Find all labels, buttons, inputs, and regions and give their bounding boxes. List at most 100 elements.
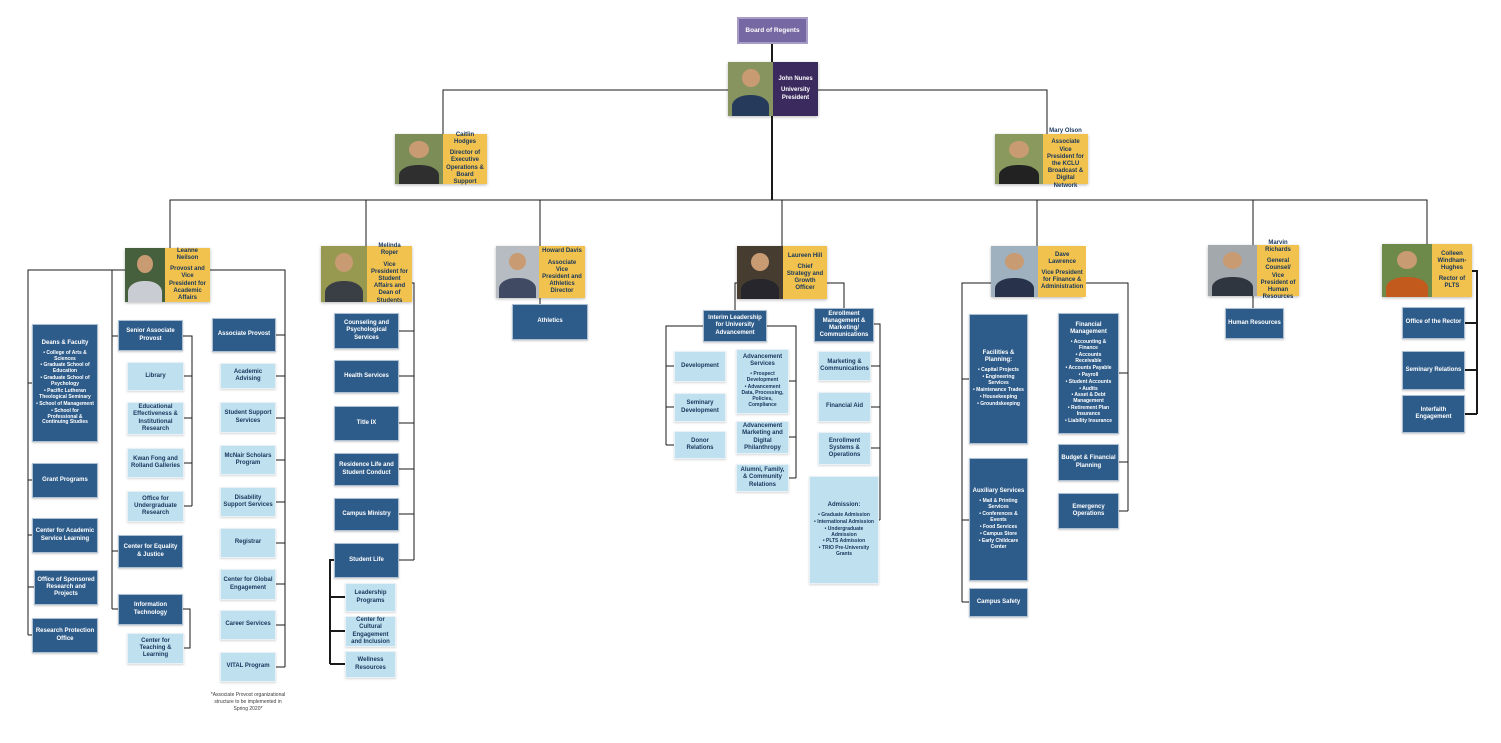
dept-campus-ministry: Campus Ministry bbox=[334, 498, 399, 531]
dept-budget-financial-planning: Budget & Financial Planning bbox=[1058, 444, 1119, 481]
dept-research-protection: Research Protection Office bbox=[32, 618, 98, 653]
dept-advancement-services: Advancement Services Prospect Developmen… bbox=[736, 349, 789, 414]
person-title: Vice President for Finance & Administrat… bbox=[1041, 269, 1084, 291]
vp-card-laureen-hill: Laureen Hill Chief Strategy and Growth O… bbox=[737, 246, 827, 299]
dept-information-technology: Information Technology bbox=[118, 594, 183, 625]
dept-residence-life: Residence Life and Student Conduct bbox=[334, 453, 399, 486]
dept-financial-aid: Financial Aid bbox=[818, 392, 871, 422]
vp-label: Melinda Roper Vice President for Student… bbox=[367, 243, 412, 304]
person-title: Associate Vice President and Athletics D… bbox=[542, 259, 582, 295]
photo-marvin-richards bbox=[1208, 245, 1257, 296]
dept-human-resources: Human Resources bbox=[1225, 308, 1284, 339]
dept-items: Mail & Printing ServicesConferences & Ev… bbox=[972, 498, 1025, 550]
dept-deans-faculty: Deans & Faculty College of Arts & Scienc… bbox=[32, 324, 98, 442]
vp-label: Dave Lawrence Vice President for Finance… bbox=[1038, 246, 1087, 297]
dept-registrar: Registrar bbox=[220, 528, 276, 558]
dept-seminary-relations: Seminary Relations bbox=[1402, 351, 1465, 390]
connector-enrollment-children bbox=[869, 323, 881, 521]
vp-card-marvin-richards: Marvin Richards General Counsel/ Vice Pr… bbox=[1208, 240, 1299, 300]
dept-office-of-the-rector: Office of the Rector bbox=[1402, 307, 1465, 339]
connector-academic-mid bbox=[111, 269, 125, 610]
person-name: John Nunes bbox=[778, 76, 813, 83]
dept-academic-advising: Academic Advising bbox=[220, 363, 276, 389]
dept-counseling-psych: Counseling and Psychological Services bbox=[334, 313, 399, 349]
dept-donor-relations: Donor Relations bbox=[674, 431, 726, 459]
connector-advancement-right bbox=[767, 325, 797, 479]
dept-educational-effectiveness: Educational Effectiveness & Institutiona… bbox=[127, 402, 184, 435]
person-name: Melinda Roper bbox=[378, 243, 401, 257]
dept-student-support: Student Support Services bbox=[220, 402, 276, 433]
dept-leadership-programs: Leadership Programs bbox=[345, 583, 396, 612]
person-name: Marvin Richards bbox=[1265, 239, 1291, 253]
connector-advancement-left bbox=[665, 325, 703, 446]
person-title: Vice President for Student Affairs and D… bbox=[370, 261, 408, 304]
person-name: Laureen Hill bbox=[787, 252, 823, 259]
connector-enrollment-top bbox=[827, 282, 845, 308]
dept-title: Deans & Faculty bbox=[41, 339, 89, 346]
dept-financial-management: Financial Management Accounting & Financ… bbox=[1058, 313, 1119, 434]
photo-leanne-neilson bbox=[125, 248, 165, 302]
president-label: John Nunes University President bbox=[773, 62, 818, 116]
dept-senior-associate-provost: Senior Associate Provost bbox=[118, 320, 183, 351]
dept-marketing-communications: Marketing & Communications bbox=[818, 351, 871, 381]
connector-student-affairs bbox=[397, 282, 415, 561]
connector-student-life-children bbox=[329, 559, 345, 665]
dept-grant-programs: Grant Programs bbox=[32, 463, 98, 498]
connector-associate-provost bbox=[210, 269, 286, 668]
dept-items: Capital ProjectsEngineering ServicesMain… bbox=[972, 367, 1025, 407]
dept-enrollment-systems: Enrollment Systems & Operations bbox=[818, 432, 871, 465]
dept-enrollment-management: Enrollment Management & Marketing/ Commu… bbox=[814, 308, 874, 342]
dept-vital-program: VITAL Program bbox=[220, 652, 276, 682]
connector-advancement-top bbox=[734, 282, 737, 310]
assistant-label: Mary Olson Associate Vice President for … bbox=[1043, 128, 1088, 189]
dept-advancement-marketing: Advancement Marketing and Digital Philan… bbox=[736, 421, 789, 454]
person-name: Colleen Windham-Hughes bbox=[1437, 250, 1467, 271]
vp-label: Howard Davis Associate Vice President an… bbox=[539, 246, 585, 298]
connector-finance-right bbox=[1083, 282, 1129, 512]
dept-items: College of Arts & SciencesGraduate Schoo… bbox=[35, 350, 95, 427]
dept-athletics: Athletics bbox=[512, 304, 588, 340]
dept-disability-support: Disability Support Services bbox=[220, 487, 276, 517]
vp-card-leanne-neilson: Leanne Neilson Provost and Vice Presiden… bbox=[125, 248, 210, 302]
dept-auxiliary-services: Auxiliary Services Mail & Printing Servi… bbox=[969, 458, 1028, 581]
vp-card-melinda-roper: Melinda Roper Vice President for Student… bbox=[321, 243, 412, 304]
dept-title: Financial Management bbox=[1070, 322, 1107, 336]
connector-sap-children bbox=[182, 335, 193, 507]
dept-teaching-learning: Center for Teaching & Learning bbox=[127, 633, 184, 664]
dept-title: Admission: bbox=[827, 501, 861, 508]
photo-caitlin-hodges bbox=[395, 134, 443, 184]
person-title: Rector of PLTS bbox=[1438, 276, 1466, 290]
person-title: Director of Executive Operations & Board… bbox=[446, 150, 484, 185]
photo-laureen-hill bbox=[737, 246, 783, 299]
person-title: Associate Vice President for the KCLU Br… bbox=[1046, 139, 1084, 189]
dept-library: Library bbox=[127, 362, 184, 391]
vp-label: Marvin Richards General Counsel/ Vice Pr… bbox=[1257, 240, 1299, 300]
person-name: Mary Olson bbox=[1049, 128, 1082, 135]
dept-title: Advancement Services bbox=[742, 354, 783, 368]
photo-mary-olson bbox=[995, 134, 1043, 184]
person-name: Dave Lawrence bbox=[1048, 251, 1076, 265]
person-title: General Counsel/ Vice President of Human… bbox=[1260, 258, 1296, 301]
dept-associate-provost: Associate Provost bbox=[212, 318, 276, 352]
vp-label: Leanne Neilson Provost and Vice Presiden… bbox=[165, 248, 210, 302]
dept-interim-advancement: Interim Leadership for University Advanc… bbox=[703, 310, 767, 342]
dept-facilities-planning: Facilities & Planning: Capital ProjectsE… bbox=[969, 314, 1028, 444]
photo-john-nunes bbox=[728, 62, 773, 116]
president-card: John Nunes University President bbox=[728, 62, 818, 116]
dept-global-engagement: Center for Global Engagement bbox=[220, 569, 276, 600]
dept-development: Development bbox=[674, 351, 726, 382]
dept-galleries: Kwan Fong and Rolland Galleries bbox=[127, 448, 184, 478]
person-title: Provost and Vice President for Academic … bbox=[168, 266, 206, 301]
person-name: Caitlin Hodges bbox=[453, 131, 476, 146]
assistant-label: Caitlin Hodges Director of Executive Ope… bbox=[443, 131, 487, 185]
dept-admission: Admission: Graduate AdmissionInternation… bbox=[809, 476, 879, 584]
vp-card-colleen-windham-hughes: Colleen Windham-Hughes Rector of PLTS bbox=[1382, 244, 1472, 297]
dept-center-equality-justice: Center for Equality & Justice bbox=[118, 535, 183, 568]
photo-colleen-windham-hughes bbox=[1382, 244, 1432, 297]
person-title: University President bbox=[780, 87, 810, 101]
connector-plts-children bbox=[1463, 270, 1478, 415]
dept-campus-safety: Campus Safety bbox=[969, 588, 1028, 617]
dept-mcnair-scholars: McNair Scholars Program bbox=[220, 445, 276, 475]
dept-seminary-development: Seminary Development bbox=[674, 393, 726, 422]
